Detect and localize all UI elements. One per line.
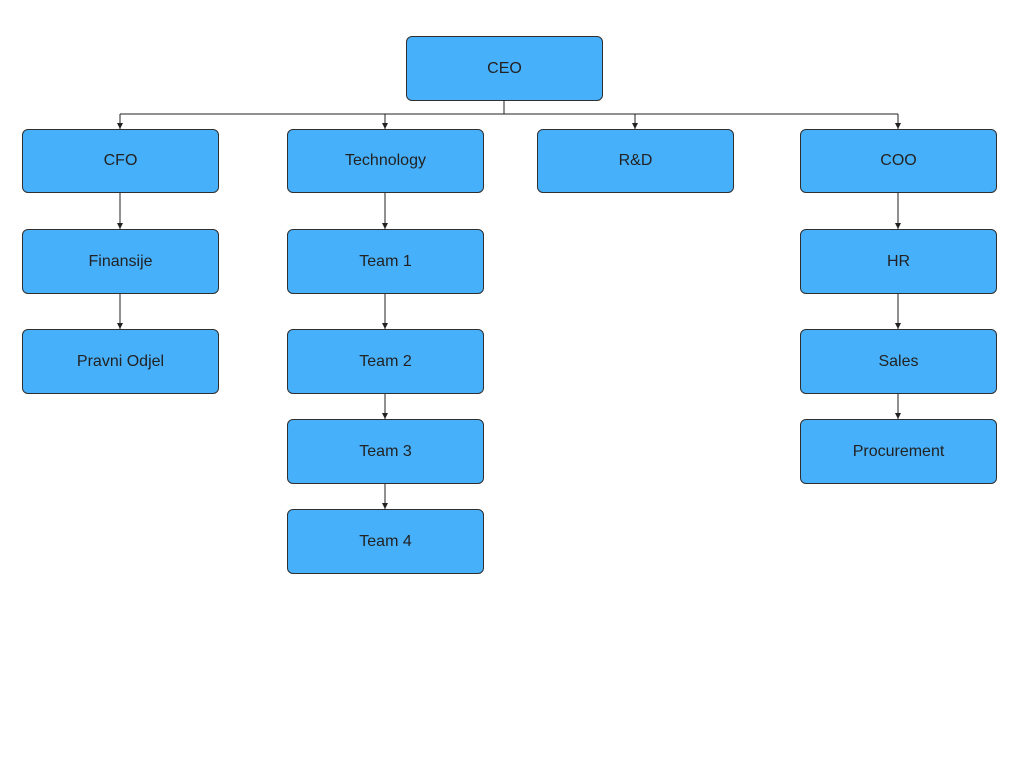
- node-ceo: CEO: [406, 36, 603, 101]
- node-cfo: CFO: [22, 129, 219, 193]
- node-team-4: Team 4: [287, 509, 484, 574]
- node-ceo-label: CEO: [487, 59, 522, 77]
- node-coo-label: COO: [880, 152, 917, 169]
- node-procurement: Procurement: [800, 419, 997, 484]
- node-cfo-label: CFO: [103, 152, 138, 169]
- node-pravni-odjel-label: Pravni Odjel: [76, 352, 165, 370]
- node-finansije-label: Finansije: [88, 252, 153, 270]
- node-r-and-d: R&D: [537, 129, 734, 193]
- node-finansije: Finansije: [22, 229, 219, 294]
- node-team-3: Team 3: [287, 419, 484, 484]
- node-procurement-label: Procurement: [852, 442, 945, 460]
- node-team-2-label: Team 2: [359, 352, 412, 370]
- node-coo: COO: [800, 129, 997, 193]
- node-hr-label: HR: [886, 252, 911, 270]
- node-sales: Sales: [800, 329, 997, 394]
- node-technology: Technology: [287, 129, 484, 193]
- node-team-4-label: Team 4: [359, 532, 412, 550]
- node-team-3-label: Team 3: [359, 442, 412, 460]
- node-team-1-label: Team 1: [359, 252, 412, 270]
- node-r-and-d-label: R&D: [618, 152, 653, 169]
- node-sales-label: Sales: [878, 352, 919, 370]
- node-technology-label: Technology: [345, 152, 426, 169]
- node-team-1: Team 1: [287, 229, 484, 294]
- node-pravni-odjel: Pravni Odjel: [22, 329, 219, 394]
- node-hr: HR: [800, 229, 997, 294]
- node-team-2: Team 2: [287, 329, 484, 394]
